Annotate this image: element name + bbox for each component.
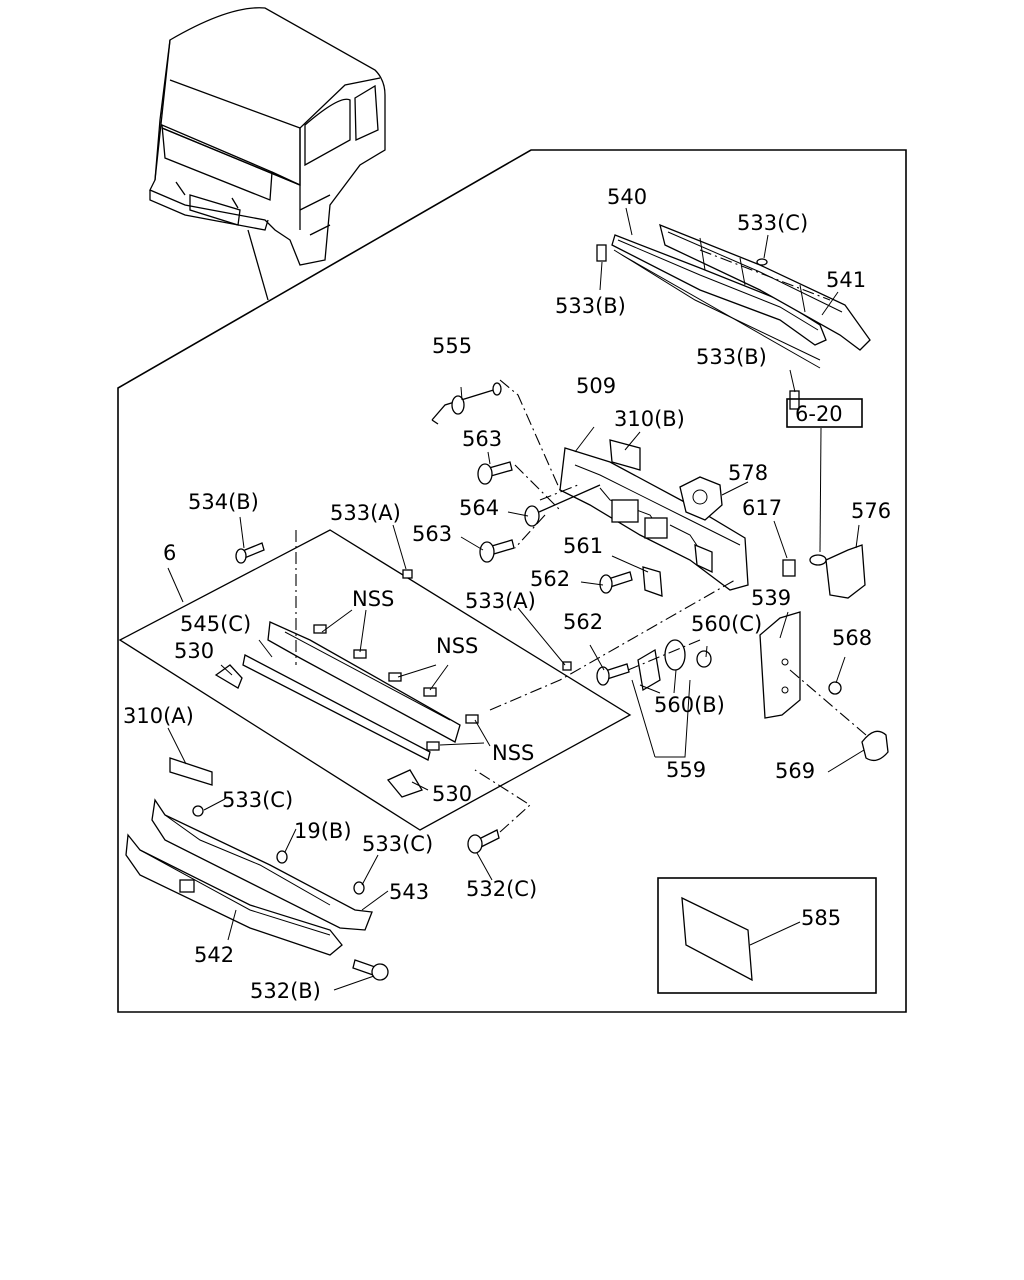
callout-560c: 560(C) xyxy=(691,612,762,636)
callout-6-20: 6-20 xyxy=(795,402,843,426)
diagram-frame xyxy=(117,149,907,1013)
lock-assembly-559 xyxy=(637,639,712,692)
callout-533a-mid: 533(A) xyxy=(465,589,536,613)
bolt-532c xyxy=(467,829,500,854)
bolt-563-a xyxy=(477,461,513,485)
spacer-564 xyxy=(524,484,601,527)
callout-617: 617 xyxy=(742,496,782,520)
bolt-532b xyxy=(352,959,389,981)
callout-560b: 560(B) xyxy=(654,693,725,717)
clip-530-a xyxy=(214,664,243,689)
grommet-569 xyxy=(861,730,889,762)
rod-555 xyxy=(431,382,502,425)
callout-533b-mid: 533(B) xyxy=(696,345,767,369)
header-rail-540-541 xyxy=(596,223,871,410)
callout-543: 543 xyxy=(389,880,429,904)
callout-530-a: 530 xyxy=(174,639,214,663)
callout-563-b: 563 xyxy=(412,522,452,546)
bolt-563-b xyxy=(479,539,515,563)
clip-530-b xyxy=(386,769,423,798)
callout-559: 559 xyxy=(666,758,706,782)
hinge-576 xyxy=(825,544,866,599)
callout-568: 568 xyxy=(832,626,872,650)
callout-542: 542 xyxy=(194,943,234,967)
callout-533a-left: 533(A) xyxy=(330,501,401,525)
truck-cab-illustration xyxy=(149,7,386,301)
callout-nss-1: NSS xyxy=(352,587,394,611)
bolt-562-a xyxy=(599,571,633,594)
bracket-578 xyxy=(679,476,723,521)
centerlines xyxy=(295,249,867,833)
callout-563-a: 563 xyxy=(462,427,502,451)
tab-533a-left xyxy=(402,569,413,579)
center-bracket-509 xyxy=(559,439,749,591)
bumper-assembly-542-543 xyxy=(125,798,373,956)
callout-585: 585 xyxy=(801,906,841,930)
callout-562-b: 562 xyxy=(563,610,603,634)
side-bracket-539 xyxy=(759,611,801,719)
callout-541: 541 xyxy=(826,268,866,292)
callout-532b: 532(B) xyxy=(250,979,321,1003)
tab-617 xyxy=(782,559,796,577)
callout-533b-top: 533(B) xyxy=(555,294,626,318)
callout-532c: 532(C) xyxy=(466,877,537,901)
bolt-568 xyxy=(828,681,842,695)
bolt-534b xyxy=(235,542,265,564)
callout-509: 509 xyxy=(576,374,616,398)
callout-nss-2: NSS xyxy=(436,634,478,658)
callout-19b: 19(B) xyxy=(294,819,352,843)
callout-562-a: 562 xyxy=(530,567,570,591)
inset-box-585 xyxy=(657,877,877,994)
callout-578: 578 xyxy=(728,461,768,485)
tab-533a-mid xyxy=(562,661,572,671)
callout-nss-3: NSS xyxy=(492,741,534,765)
callout-533c-low: 533(C) xyxy=(362,832,433,856)
panel-center xyxy=(267,621,461,743)
callout-545c: 545(C) xyxy=(180,612,251,636)
callout-530-b: 530 xyxy=(432,782,472,806)
callout-534b: 534(B) xyxy=(188,490,259,514)
callout-533c-left: 533(C) xyxy=(222,788,293,812)
callout-564: 564 xyxy=(459,496,499,520)
callout-569: 569 xyxy=(775,759,815,783)
leader-lines xyxy=(167,207,865,991)
callout-310a: 310(A) xyxy=(123,704,194,728)
callout-555: 555 xyxy=(432,334,472,358)
callout-539: 539 xyxy=(751,586,791,610)
callout-561: 561 xyxy=(563,534,603,558)
callout-533c-top: 533(C) xyxy=(737,211,808,235)
callout-labels: 540 533(C) 541 533(B) 533(B) 555 509 310… xyxy=(123,185,891,1003)
plate-561 xyxy=(642,566,663,597)
label-plate-585 xyxy=(681,896,753,982)
bolt-562-b xyxy=(596,663,630,686)
reference-box-6-20 xyxy=(786,398,863,428)
callout-576: 576 xyxy=(851,499,891,523)
callout-6: 6 xyxy=(163,541,176,565)
callout-310b: 310(B) xyxy=(614,407,685,431)
grille-outline-6 xyxy=(118,529,632,831)
strip-545c xyxy=(242,654,431,761)
callout-540: 540 xyxy=(607,185,647,209)
pad-310a xyxy=(169,757,213,786)
